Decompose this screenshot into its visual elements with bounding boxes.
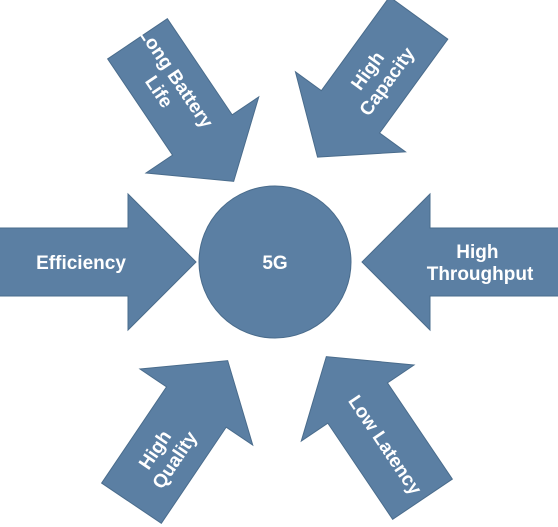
arrow-high-throughput: High Throughput [361, 192, 558, 332]
arrow-efficiency: Efficiency [0, 192, 197, 332]
center-hub: 5G [198, 185, 352, 339]
arrow-label-line-2: Throughput [427, 264, 534, 285]
arrow-label: High Throughput [427, 242, 534, 285]
arrow-label: Efficiency [36, 253, 126, 274]
arrow-shape [361, 192, 558, 332]
center-label: 5G [262, 253, 287, 274]
arrow-shape [106, 17, 260, 182]
arrow-high-capacity: High Capacity [294, 0, 449, 158]
arrow-shape [0, 192, 197, 332]
arrow-low-latency: Low Latency [300, 356, 454, 521]
arrow-shape [294, 0, 449, 158]
arrow-high-quality: High Quality [100, 360, 254, 525]
arrow-long-battery-life: Long Battery Life [106, 17, 260, 182]
center-circle [198, 185, 352, 339]
arrow-label-line-1: High [456, 242, 498, 263]
arrow-shape [100, 360, 254, 525]
arrow-label-line-1: Efficiency [36, 253, 126, 274]
arrow-shape [300, 356, 454, 521]
